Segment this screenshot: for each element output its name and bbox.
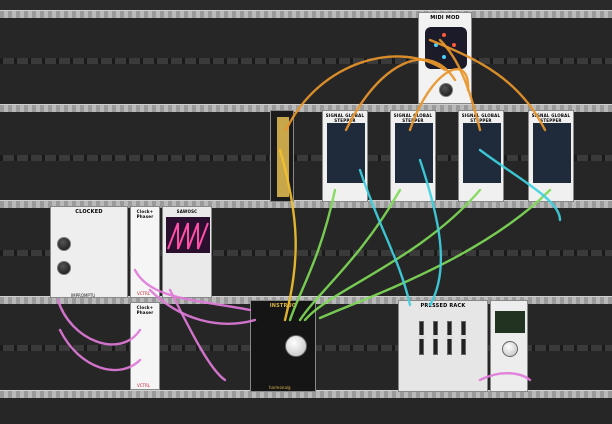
row-gap	[0, 398, 612, 424]
clock-phaser-brand: VCTRL	[137, 291, 150, 296]
pressed-rack-module[interactable]: PRESSED RACK	[398, 300, 488, 392]
clock-phaser-title: Clock+ Phaser	[136, 209, 154, 219]
fader[interactable]	[418, 321, 425, 355]
mult-strip	[277, 117, 289, 197]
stepper-title: SIGNAL GLOBAL STEPPER	[393, 113, 433, 123]
stepper-display	[327, 123, 365, 183]
stepper-title: SIGNAL GLOBAL STEPPER	[325, 113, 365, 123]
clocked-title: CLOCKED	[75, 209, 103, 215]
midi-led	[442, 33, 446, 37]
midi-module[interactable]: MIDI MOD	[418, 12, 472, 104]
stepper-module[interactable]: SIGNAL GLOBAL STEPPER	[458, 110, 504, 202]
midi-led	[434, 43, 438, 47]
stepper-title: SIGNAL GLOBAL STEPPER	[531, 113, 571, 123]
midi-title: MIDI MOD	[430, 15, 460, 21]
clock-phaser-title: Clock+ Phaser	[136, 305, 154, 315]
midi-led	[442, 55, 446, 59]
clocked-knob[interactable]	[57, 237, 71, 251]
midi-hex-display	[425, 27, 467, 69]
stepper-display	[533, 123, 571, 183]
instruo-subtitle: harmonaig	[269, 385, 291, 390]
saw-module[interactable]: SAWOSC	[162, 206, 212, 298]
instruo-title: INSTRUO	[269, 303, 297, 309]
saw-title: SAWOSC	[176, 209, 198, 214]
stepper-title: SIGNAL GLOBAL STEPPER	[461, 113, 501, 123]
stepper-module[interactable]: SIGNAL GLOBAL STEPPER	[322, 110, 368, 202]
rail-holes	[0, 58, 612, 64]
instruo-knob[interactable]	[285, 335, 307, 357]
mixer-knob[interactable]	[502, 341, 518, 357]
clock-phaser-module[interactable]: Clock+ Phaser VCTRL	[130, 206, 160, 298]
rail-holes	[0, 155, 612, 161]
midi-knob[interactable]	[439, 83, 453, 97]
stepper-display	[463, 123, 501, 183]
fader[interactable]	[446, 321, 453, 355]
instruo-module[interactable]: INSTRUO harmonaig	[250, 300, 316, 392]
clock-phaser-brand: VCTRL	[137, 383, 150, 388]
mixer-module[interactable]	[490, 300, 528, 392]
fader[interactable]	[432, 321, 439, 355]
midi-led	[452, 43, 456, 47]
mult-module[interactable]	[270, 110, 294, 202]
clock-phaser-module[interactable]: Clock+ Phaser VCTRL	[130, 302, 160, 390]
stepper-module[interactable]: SIGNAL GLOBAL STEPPER	[528, 110, 574, 202]
stepper-module[interactable]: SIGNAL GLOBAL STEPPER	[390, 110, 436, 202]
pressed-rack-title: PRESSED RACK	[420, 303, 466, 309]
clocked-module[interactable]: CLOCKED IMPROMPTU	[50, 206, 128, 298]
mixer-display	[495, 311, 525, 333]
clocked-brand: IMPROMPTU	[71, 293, 96, 298]
saw-display	[166, 217, 210, 253]
clocked-knob[interactable]	[57, 261, 71, 275]
fader[interactable]	[460, 321, 467, 355]
stepper-display	[395, 123, 433, 183]
